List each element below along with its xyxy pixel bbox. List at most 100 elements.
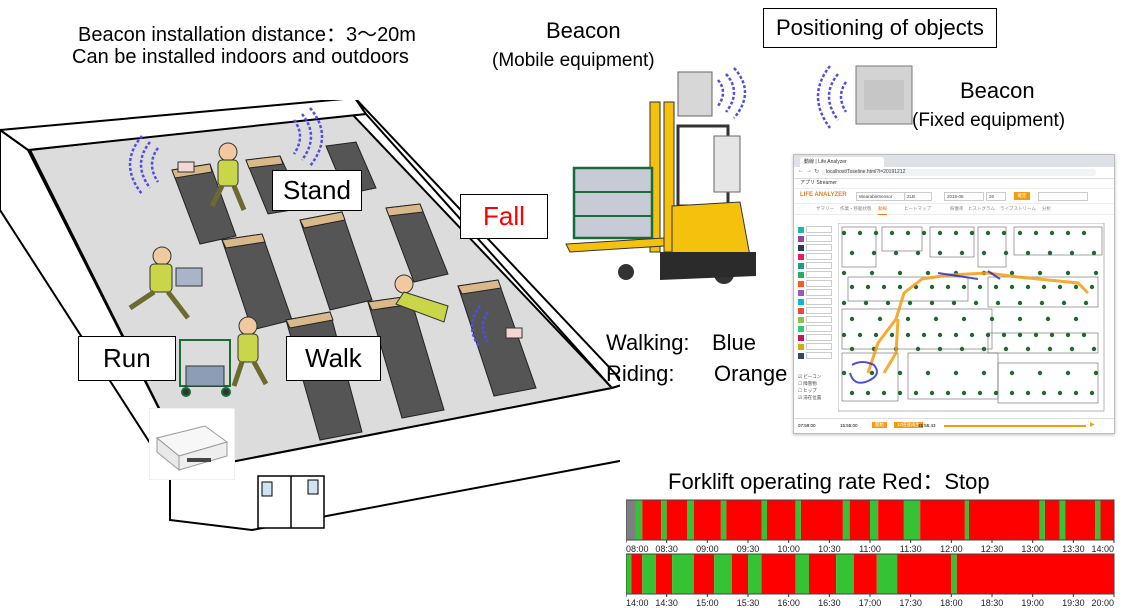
warehouse-illustration <box>0 100 620 532</box>
beacon-dot <box>953 230 959 236</box>
rate-segment <box>809 554 837 594</box>
legend-select[interactable] <box>806 244 832 251</box>
nav-histogram[interactable]: ヒストグラム <box>968 206 995 211</box>
legend-row[interactable] <box>798 279 834 288</box>
legend-row[interactable] <box>798 351 834 360</box>
beacon-device-icon <box>677 71 713 117</box>
legend-select[interactable] <box>806 298 832 305</box>
beacon-dot <box>951 300 957 306</box>
filter-input[interactable] <box>1038 192 1088 201</box>
legend-swatch <box>798 244 804 251</box>
legend-select[interactable] <box>806 226 832 233</box>
legend-row[interactable] <box>798 333 834 342</box>
time-start[interactable]: 07:59:00 <box>798 423 816 428</box>
legend-select[interactable] <box>806 316 832 323</box>
beacon-dot <box>973 300 979 306</box>
beacon-dot <box>945 390 951 396</box>
reload-icon[interactable]: ↻ <box>814 169 820 175</box>
legend-row[interactable] <box>798 270 834 279</box>
code-select[interactable]: 2LB <box>904 192 932 201</box>
label-walk: Walk <box>286 336 381 381</box>
nav-heatmap[interactable]: ヒートマップ <box>904 206 931 211</box>
beacon-dot <box>981 346 987 352</box>
legend-select[interactable] <box>806 271 832 278</box>
nav-utilization[interactable]: 稼働率 <box>950 206 964 211</box>
back-arrow-icon[interactable]: ← <box>798 168 804 174</box>
legend-select[interactable] <box>806 262 832 269</box>
legend-row[interactable] <box>798 234 834 243</box>
beacon-dot <box>905 332 911 338</box>
x-tick-label: 12:30 <box>981 544 1004 554</box>
rate-segment <box>842 500 850 540</box>
legend-row[interactable] <box>798 297 834 306</box>
beacon-dot <box>1061 300 1067 306</box>
confirm-button[interactable]: 確定 <box>1014 192 1030 200</box>
hand-cart-icon <box>179 339 231 397</box>
address-bar[interactable]: localhost/Toseline.html?l=20191212 <box>822 169 1096 176</box>
beacon-dot <box>881 284 887 290</box>
legend-select[interactable] <box>806 253 832 260</box>
forward-arrow-icon[interactable]: → <box>806 168 812 174</box>
legend-select[interactable] <box>806 343 832 350</box>
playback-slider[interactable] <box>944 425 1086 427</box>
legend-row[interactable] <box>798 225 834 234</box>
legend-select[interactable] <box>806 289 832 296</box>
legend-row[interactable] <box>798 261 834 270</box>
nav-summary[interactable]: サマリー <box>816 206 834 211</box>
beacon-dot <box>907 300 913 306</box>
beacon-mobile-title: Beacon <box>546 18 621 43</box>
beacon-dot <box>869 270 875 276</box>
nav-livestream[interactable]: ライブストリーム <box>1000 206 1036 211</box>
rate-segment <box>968 500 1040 540</box>
beacon-dot <box>1091 250 1097 256</box>
app-nav: サマリー 作業・移動状態 動線 ヒートマップ 稼働率 ヒストグラム ライブストリ… <box>794 204 1114 215</box>
nav-analysis[interactable]: 分析 <box>1042 206 1051 211</box>
beacon-dot <box>841 300 847 306</box>
sensor-select[interactable]: WearableSensor <box>856 192 906 201</box>
legend-select[interactable] <box>806 334 832 341</box>
legend-row[interactable] <box>798 324 834 333</box>
checkbox-beacon[interactable]: ☑ ビーコン <box>798 374 822 379</box>
checkbox-hip[interactable]: ☐ ヒップ <box>798 388 817 393</box>
x-tick-label: 17:30 <box>899 598 922 608</box>
browser-tab[interactable]: 動線 | Life Analyzer <box>800 157 884 167</box>
beacon-dot <box>961 390 967 396</box>
legend-select[interactable] <box>806 307 832 314</box>
legend-select[interactable] <box>806 235 832 242</box>
rate-segment <box>731 554 748 594</box>
legend-select[interactable] <box>806 325 832 332</box>
beacon-dot <box>1009 270 1015 276</box>
legend-select[interactable] <box>806 352 832 359</box>
checkbox-stay[interactable]: ☑ 滞在位置 <box>798 395 822 400</box>
beacon-dot <box>929 390 935 396</box>
rate-segment <box>903 500 921 540</box>
play-icon[interactable]: ▶ <box>1090 422 1095 428</box>
checkbox-obstacle[interactable]: ☐ 障害物 <box>798 381 817 386</box>
beacon-dot <box>915 250 921 256</box>
legend-select[interactable] <box>806 280 832 287</box>
speed-button[interactable]: 12倍速再生 <box>894 422 924 428</box>
legend-row[interactable] <box>798 342 834 351</box>
time-current: 15:55:43 <box>918 423 936 428</box>
beacon-dot <box>1017 230 1023 236</box>
rate-segment <box>693 554 715 594</box>
year-select[interactable]: 2019-08 <box>944 192 984 201</box>
beacon-dot <box>1025 250 1031 256</box>
legend-row[interactable] <box>798 252 834 261</box>
riding-label: Riding: <box>606 361 675 386</box>
riding-path <box>866 271 1090 374</box>
nav-flowline[interactable]: 動線 <box>878 204 887 215</box>
legend-row[interactable] <box>798 306 834 315</box>
legend-row[interactable] <box>798 288 834 297</box>
beacon-dot <box>1017 300 1023 306</box>
x-tick-label: 19:30 <box>1062 598 1085 608</box>
rate-segment <box>964 500 969 540</box>
rate-segment <box>720 500 727 540</box>
start-button[interactable]: 開始 <box>872 422 887 428</box>
time-end[interactable]: 15:55:00 <box>840 423 858 428</box>
beacon-dot <box>1073 284 1079 290</box>
legend-row[interactable] <box>798 315 834 324</box>
nav-work-state[interactable]: 作業・移動状態 <box>840 206 872 211</box>
day-select[interactable]: 26 <box>986 192 1006 201</box>
legend-row[interactable] <box>798 243 834 252</box>
